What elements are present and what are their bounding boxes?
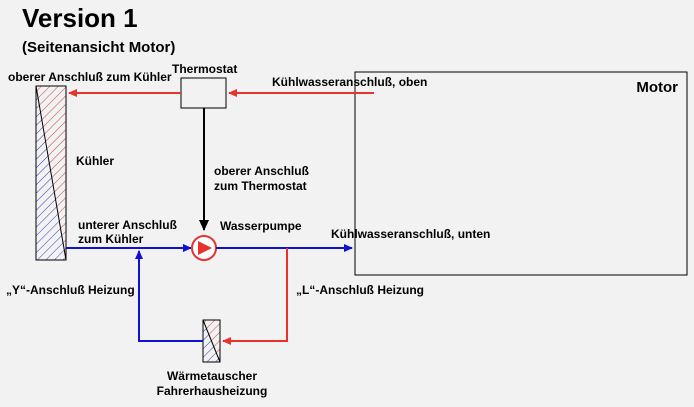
oberer-anschluss-thermostat-label-1: oberer Anschluß <box>214 164 309 178</box>
motor-box <box>354 71 688 276</box>
oberer-anschluss-thermostat-label-2: zum Thermostat <box>214 179 307 193</box>
l-anschluss-label: „L“-Anschluß Heizung <box>296 283 424 297</box>
kuehler-label: Kühler <box>76 154 114 168</box>
motor-label: Motor <box>636 79 678 96</box>
kuehlwasser-unten-label: Kühlwasseranschluß, unten <box>331 227 490 241</box>
thermostat-box <box>180 77 227 109</box>
radiator <box>35 85 67 261</box>
oberer-anschluss-kuehler-label: oberer Anschluß zum Kühler <box>8 70 172 84</box>
thermostat-label: Thermostat <box>172 62 237 76</box>
y-anschluss-label: „Y“-Anschluß Heizung <box>6 283 135 297</box>
unterer-anschluss-label-1: unterer Anschluß <box>78 218 177 232</box>
unterer-anschluss-label-2: zum Kühler <box>78 232 144 246</box>
hot-line-l-connection <box>222 248 288 345</box>
waermetauscher-label-2: Fahrerhausheizung <box>157 384 268 398</box>
page-subtitle: (Seitenansicht Motor) <box>22 39 175 56</box>
wasserpumpe-label: Wasserpumpe <box>220 219 302 233</box>
water-pump-icon <box>191 235 217 261</box>
waermetauscher-label-1: Wärmetauscher <box>167 369 257 383</box>
kuehlwasser-oben-label: Kühlwasseranschluß, oben <box>272 75 427 89</box>
page-title: Version 1 <box>22 3 138 33</box>
heat-exchanger <box>202 319 221 363</box>
cold-line-y-connection <box>135 250 203 342</box>
